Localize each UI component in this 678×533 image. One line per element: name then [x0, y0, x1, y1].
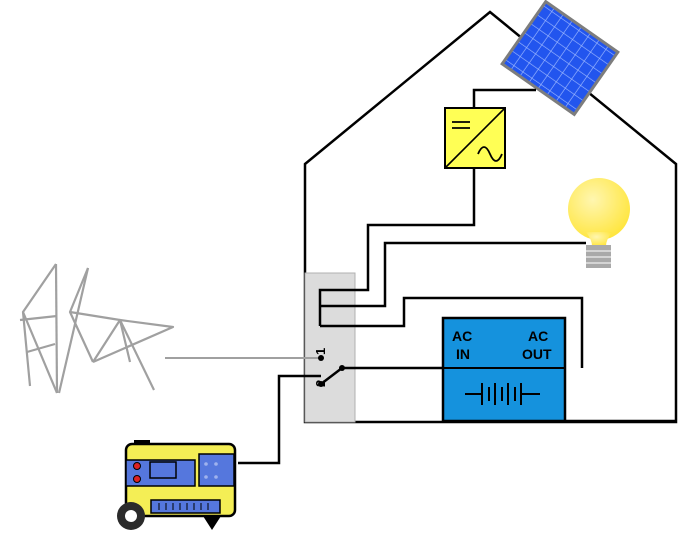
bulb-to-panel-wire: [320, 241, 586, 308]
switch-position-2-label: 2: [313, 380, 328, 387]
light-bulb-icon: [568, 178, 630, 268]
power-pylon-icon: [19, 263, 175, 394]
inverter-charger-icon: [441, 316, 567, 423]
ac-in-label-line1: AC: [452, 328, 472, 344]
ac-out-label-line2: OUT: [522, 346, 552, 362]
switch-arm: [320, 367, 343, 385]
wiring: [238, 88, 676, 465]
solar-panel-icon: [500, 0, 620, 117]
ac-in-label-line2: IN: [456, 346, 470, 362]
generator-to-switch-wire: [238, 374, 321, 465]
solar-to-converter-wire: [472, 88, 536, 108]
converter-to-panel-wire: [318, 168, 476, 326]
switch-contacts: [318, 355, 345, 387]
dc-ac-converter-icon: [444, 107, 506, 169]
transfer-switch-icon: [304, 272, 356, 423]
ac-out-label-line1: AC: [528, 328, 548, 344]
battery-icon: [465, 383, 540, 405]
ac-out-to-panel-wire: [320, 296, 584, 368]
generator-icon: [117, 440, 237, 530]
switch-position-1-label: 1: [313, 348, 328, 355]
